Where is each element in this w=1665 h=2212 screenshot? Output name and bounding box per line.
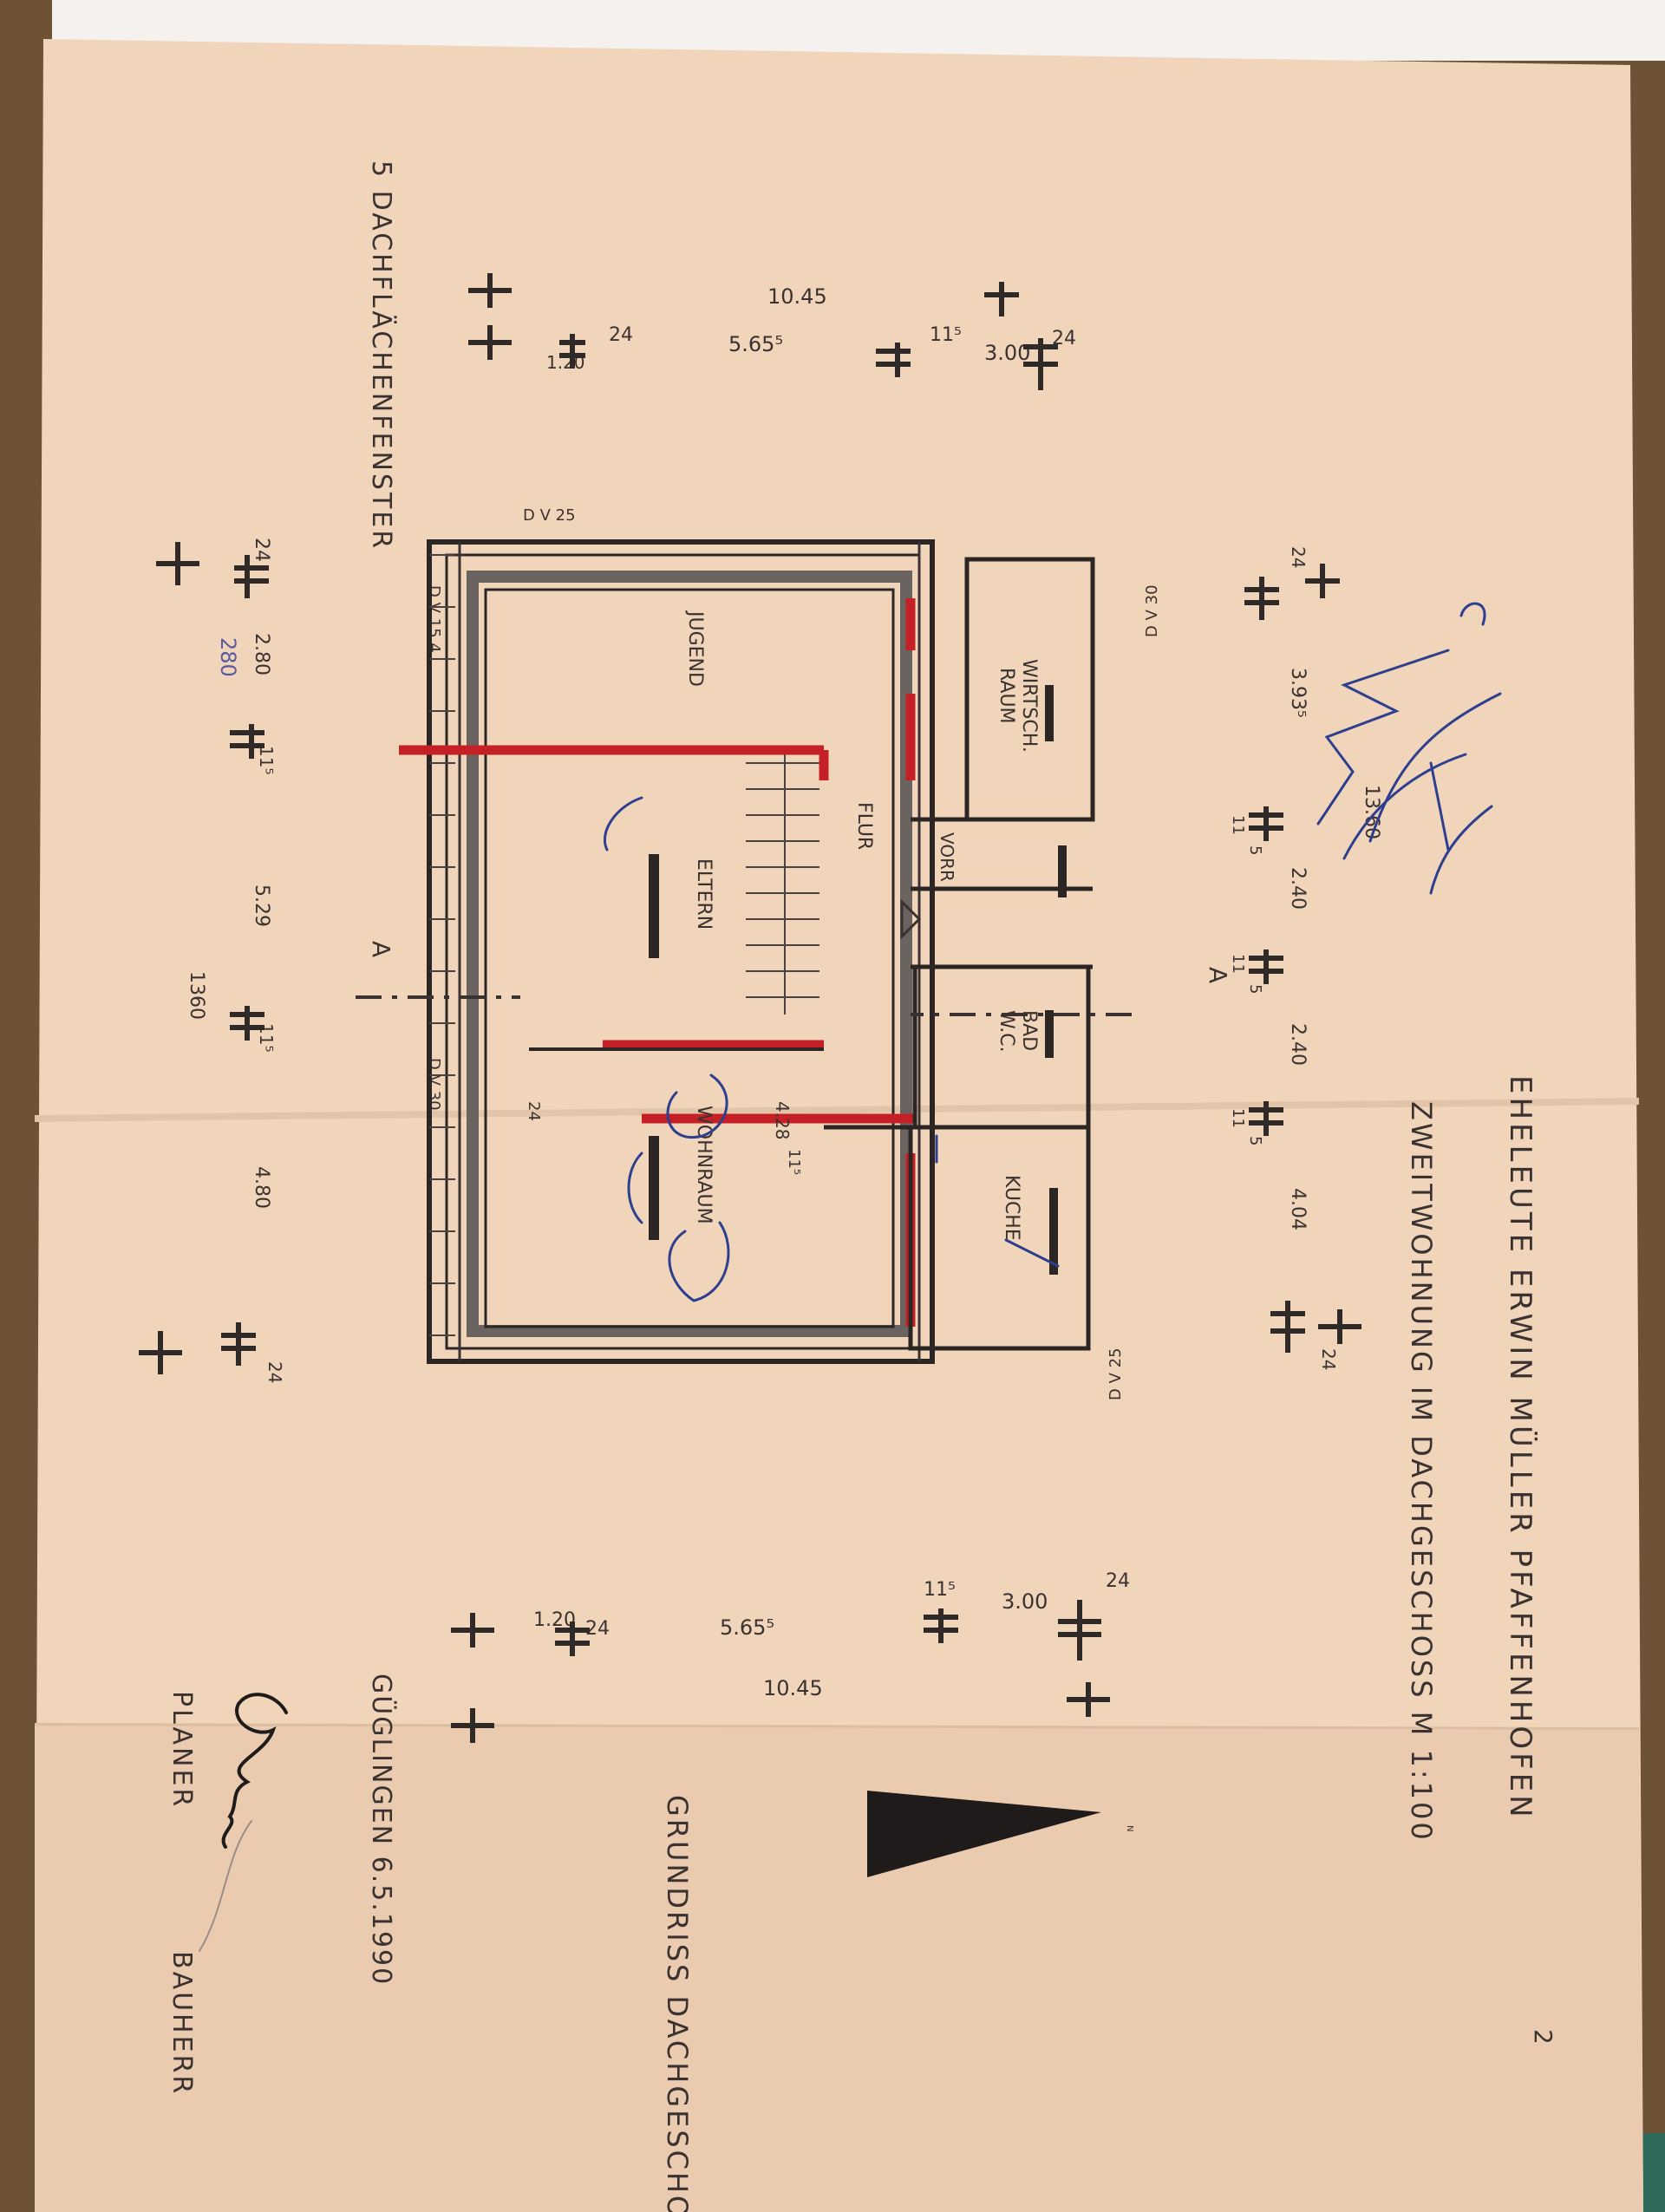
dim-inner-24: 24 [525, 1101, 543, 1121]
dim-bottom-300: 3.00 [1002, 1589, 1048, 1614]
dim-right-5c: 5 [1246, 1136, 1264, 1145]
room-labels: JUGEND ELTERN WOHNRAUM WIRTSCH. RAUM FLU… [684, 610, 1040, 1241]
dim-left-280: 2.80 [251, 633, 272, 675]
dim-left-24: 24 [251, 538, 272, 562]
white-sheet [52, 0, 1665, 61]
signature [221, 1693, 288, 1849]
dim-bottom-total: 10.45 [763, 1676, 823, 1700]
dim-right-11c: 11 [1229, 1108, 1247, 1128]
dim-left-1360: 1360 [186, 971, 207, 1020]
section-cut: A A [356, 941, 1232, 1016]
plan-outline [427, 539, 935, 1364]
label-dv25-bottom: D V 25 [1107, 1347, 1125, 1400]
pen-annotations [603, 602, 1502, 1302]
dim-right-240a: 2.40 [1287, 867, 1309, 910]
room-wirtsch-1: WIRTSCH. [1018, 659, 1040, 753]
dim-right-24: 24 [1288, 546, 1309, 568]
interior-walls [399, 557, 1095, 1351]
label-dv25-top: D V 25 [523, 506, 576, 525]
knee-wall-hatch [429, 554, 455, 1336]
dim-right-11a: 11 [1229, 815, 1247, 835]
dim-top-24a: 24 [609, 324, 633, 346]
dim-right-1360: 13.60 [1361, 785, 1382, 839]
dim-left-529: 5.29 [251, 884, 272, 927]
floor-plan-drawing: EHELEUTE ERWIN MÜLLER PFAFFENHOFEN ZWEIT… [139, 160, 1557, 2212]
dim-bottom-115: 11⁵ [924, 1579, 956, 1601]
subtitle: ZWEITWOHNUNG IM DACHGESCHOSS M 1:100 [1405, 1101, 1438, 1843]
fold-line-horizontal [34, 1098, 1640, 1122]
dim-ticks-bottom [451, 1600, 1110, 1743]
room-wohnraum: WOHNRAUM [693, 1106, 715, 1224]
dim-left-280-pen: 280 [216, 637, 240, 677]
north-letter: N [1125, 1825, 1134, 1831]
dim-ticks-left [139, 542, 269, 1374]
room-kuche: KUCHE [1001, 1175, 1022, 1241]
dim-left-115a: 11⁵ [256, 746, 277, 774]
page-number: 2 [1529, 2029, 1557, 2045]
place-date: GÜGLINGEN 6.5.1990 [366, 1674, 397, 1986]
owner-title: EHELEUTE ERWIN MÜLLER PFAFFENHOFEN [1503, 1075, 1538, 1821]
dim-right-240b: 2.40 [1287, 1023, 1309, 1066]
dim-right-11b: 11 [1229, 954, 1247, 974]
room-bad-1: BAD [1018, 1010, 1040, 1051]
room-flur: FLUR [853, 802, 875, 850]
room-wirtsch-2: RAUM [996, 668, 1017, 724]
planer-label: PLANER [166, 1691, 197, 1809]
dim-right-393: 3.93⁵ [1287, 668, 1309, 718]
dim-ticks-right [1244, 564, 1361, 1353]
dim-bottom-24a: 24 [1106, 1570, 1130, 1592]
staircase [746, 754, 922, 1015]
dim-top-565: 5.65⁵ [728, 332, 783, 356]
room-eltern: ELTERN [693, 858, 715, 930]
section-a-left: A [367, 941, 395, 957]
dim-right-404: 4.04 [1287, 1188, 1309, 1230]
label-dv30-right: D V 30 [1143, 584, 1161, 637]
dim-inner-428: 4.28 [772, 1101, 793, 1140]
dim-right-5b: 5 [1246, 984, 1264, 994]
dim-top-300: 3.00 [984, 341, 1030, 365]
fixtures [649, 685, 1067, 1275]
pencil-scribble [199, 1820, 252, 1952]
dim-left-24b: 24 [264, 1361, 285, 1383]
paper-shadow-bottom [35, 1726, 1643, 2212]
dim-top-115: 11⁵ [930, 324, 962, 346]
room-bad-2: W.C. [996, 1010, 1017, 1053]
skylights-note: 5 DACHFLÄCHENFENSTER [366, 160, 397, 551]
room-vorr: VORR [937, 832, 957, 882]
bauherr-label: BAUHERR [166, 1951, 197, 2096]
dim-inner-115: 11⁵ [785, 1149, 803, 1175]
dim-bottom-120: 1.20 [533, 1609, 576, 1631]
dim-top-total: 10.45 [767, 284, 827, 309]
room-jugend: JUGEND [684, 610, 706, 687]
dim-bottom-565: 5.65⁵ [720, 1615, 774, 1640]
section-a-right: A [1204, 967, 1232, 983]
plan-title: GRUNDRISS DACHGESCHOSS [661, 1795, 694, 2212]
dim-right-24b: 24 [1318, 1348, 1339, 1370]
dim-right-5a: 5 [1246, 845, 1264, 855]
dim-left-480: 4.80 [251, 1166, 272, 1209]
dim-ticks-top [468, 273, 1058, 390]
north-arrow-icon [867, 1791, 1101, 1877]
